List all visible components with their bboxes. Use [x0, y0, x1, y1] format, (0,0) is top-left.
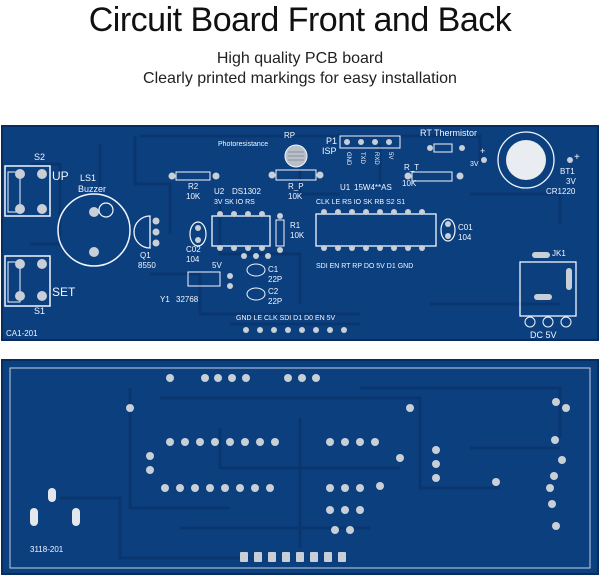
resistor-r-p — [268, 169, 324, 181]
pcb-front: S2 UP SET S1 LS1 Buzzer Q1 8550 C02 104 … — [1, 125, 599, 341]
label-c1: C1 — [268, 265, 279, 274]
label-co2: C02 — [186, 245, 201, 254]
isp-pin-gnd: GND — [345, 152, 351, 166]
label-photoresistance: Photoresistance — [218, 141, 268, 148]
battery-bt1 — [481, 131, 573, 189]
resistor-r1 — [275, 213, 285, 253]
label-co1-val: 104 — [458, 233, 472, 242]
label-u1-top-pins: CLK LE RS IO SK RB S2 S1 — [316, 199, 405, 206]
back-traces — [60, 386, 562, 560]
label-r-p-val: 10K — [288, 192, 303, 201]
label-r-p: R_P — [288, 182, 304, 191]
label-s1: S1 — [34, 306, 45, 316]
label-rp: RP — [284, 131, 295, 140]
header-p1 — [339, 135, 401, 149]
thermistor-rt — [427, 143, 465, 153]
label-p1: P1 — [326, 136, 337, 146]
label-r-t: R_T — [404, 163, 419, 172]
label-isp: ISP — [322, 146, 337, 156]
label-s2: S2 — [34, 152, 45, 162]
label-y1-val: 32768 — [176, 295, 199, 304]
label-ds1302: DS1302 — [232, 187, 261, 196]
label-u1-part: 15W4**AS — [354, 183, 392, 192]
label-set: SET — [52, 285, 76, 299]
label-c2: C2 — [268, 287, 279, 296]
label-c2-val: 22P — [268, 297, 282, 306]
label-c1-val: 22P — [268, 275, 282, 284]
jack-jk1 — [519, 252, 577, 317]
label-r2-val: 10K — [186, 192, 201, 201]
page-title: Circuit Board Front and Back — [88, 1, 512, 39]
label-r1: R1 — [290, 221, 301, 230]
label-co2-val: 104 — [186, 255, 200, 264]
back-slots — [30, 488, 80, 526]
chip-u2 — [211, 211, 271, 251]
isp-pin-txd: TXD — [359, 152, 365, 165]
capacitors-c1-c2 — [241, 253, 271, 301]
label-rt-thermistor: RT Thermistor — [420, 128, 477, 138]
resistor-r-t — [404, 171, 464, 182]
label-bt1-volt: 3V — [566, 177, 576, 186]
label-u1: U1 — [340, 183, 351, 192]
back-header-pads — [240, 552, 346, 562]
transistor-q1 — [133, 215, 160, 249]
label-3v: 3V — [470, 161, 479, 168]
subtitle-line-1: High quality PCB board — [216, 50, 384, 67]
label-buzzer: Buzzer — [78, 184, 106, 194]
capacitor-c01 — [440, 218, 456, 242]
capacitor-c02 — [189, 221, 207, 247]
label-ls1: LS1 — [80, 173, 96, 183]
dc-polarity-icon — [524, 316, 572, 328]
label-r-t-val: 10K — [402, 179, 417, 188]
switch-s2 — [4, 165, 51, 217]
subtitle-line-2: Clearly printed markings for easy instal… — [143, 70, 457, 87]
label-u2-pins: 3V SK IO RS — [214, 199, 255, 206]
photoresistor-rp — [284, 144, 308, 168]
label-co1: C01 — [458, 223, 473, 232]
label-r2: R2 — [188, 182, 199, 191]
switch-s1 — [4, 255, 51, 307]
label-r1-val: 10K — [290, 231, 305, 240]
header-bottom — [243, 327, 347, 333]
label-up: UP — [52, 169, 69, 183]
label-u2: U2 — [214, 187, 225, 196]
label-bt1-part: CR1220 — [546, 187, 576, 196]
pcb-back: 3118-201 — [1, 359, 599, 575]
label-bt-plus: + — [574, 152, 580, 163]
chip-u1 — [315, 209, 437, 251]
label-plus-3v: + — [480, 146, 485, 156]
label-u2-5v: 5V — [212, 261, 222, 270]
label-u1-bottom-pins: SDI EN RT RP DO 5V D1 GND — [316, 263, 413, 270]
front-board-id: CA1-201 — [6, 329, 38, 338]
buzzer-ls1 — [57, 193, 131, 267]
label-jk1: JK1 — [552, 249, 566, 258]
crystal-y1 — [187, 271, 233, 289]
front-traces — [30, 134, 562, 326]
label-y1: Y1 — [160, 295, 170, 304]
label-dc5v: DC 5V — [530, 330, 557, 340]
back-board-id: 3118-201 — [30, 545, 64, 554]
isp-pin-rxd: RXD — [373, 152, 379, 165]
label-bt1: BT1 — [560, 167, 575, 176]
back-pads — [126, 374, 570, 534]
label-q1: Q1 — [140, 251, 151, 260]
isp-pin-5v: 5V — [387, 152, 393, 159]
resistor-r2 — [168, 171, 220, 181]
label-header-pins: GND LE CLK SDI D1 D0 EN 5V — [236, 315, 336, 322]
label-q1-part: 8550 — [138, 261, 156, 270]
